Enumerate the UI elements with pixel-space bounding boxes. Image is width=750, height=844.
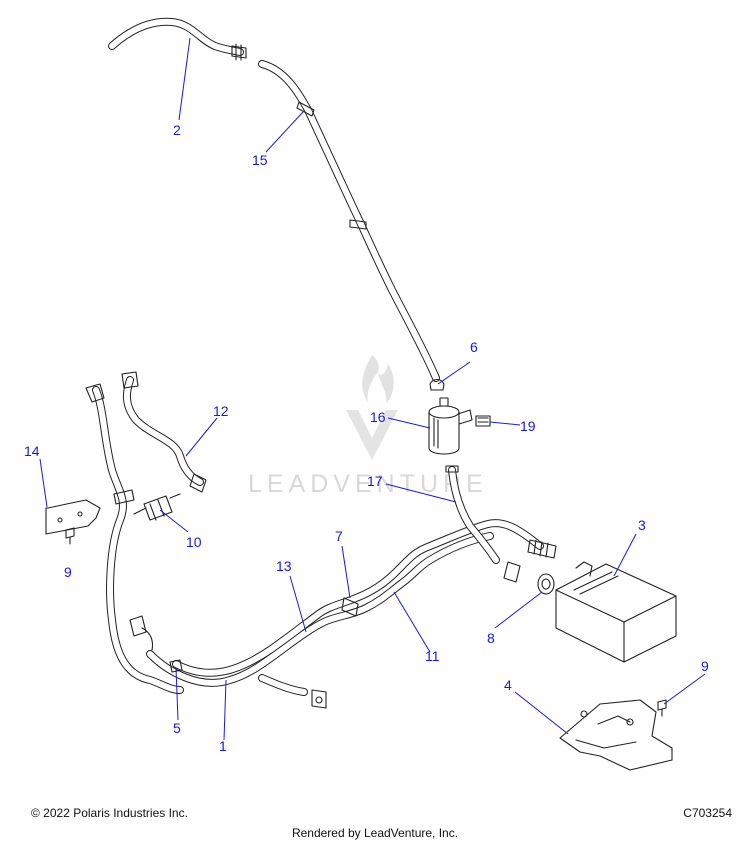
part-12-hose[interactable]	[121, 371, 207, 493]
rendered-by-text: Rendered by LeadVenture, Inc.	[291, 826, 459, 840]
copyright-text: © 2022 Polaris Industries Inc.	[31, 806, 188, 820]
part-9-screw-left[interactable]	[65, 527, 75, 545]
callout-5[interactable]: 5	[173, 720, 181, 736]
watermark-text: LEADVENTURE	[248, 470, 488, 498]
callout-8[interactable]: 8	[487, 630, 495, 646]
callout-4[interactable]: 4	[504, 677, 512, 693]
callout-19[interactable]: 19	[520, 418, 536, 434]
callout-17[interactable]: 17	[367, 473, 383, 489]
part-2-hose[interactable]	[108, 17, 247, 61]
callout-13[interactable]: 13	[276, 558, 292, 574]
part-17-hose[interactable]	[445, 465, 500, 564]
callout-7[interactable]: 7	[335, 528, 343, 544]
leadventure-watermark: LEADVENTURE	[248, 355, 488, 498]
callout-14[interactable]: 14	[24, 443, 40, 459]
part-13-tube[interactable]	[146, 532, 494, 687]
part-1-end-connector[interactable]	[258, 674, 327, 709]
callout-10[interactable]: 10	[186, 534, 202, 550]
callout-3[interactable]: 3	[638, 517, 646, 533]
part-1-left-hose[interactable]	[85, 383, 184, 694]
callout-12[interactable]: 12	[213, 403, 229, 419]
part-19-connector[interactable]	[475, 415, 491, 427]
callout-9-left[interactable]: 9	[64, 564, 72, 580]
part-6-clamp[interactable]	[429, 378, 445, 391]
part-7-clamp[interactable]	[341, 597, 359, 617]
part-4-bracket[interactable]	[559, 699, 673, 771]
part-3-canister[interactable]	[555, 561, 677, 663]
v-logo-icon	[346, 410, 398, 460]
callout-1[interactable]: 1	[219, 738, 227, 754]
callout-2[interactable]: 2	[173, 122, 181, 138]
part-10-valve[interactable]	[133, 493, 181, 521]
callout-15[interactable]: 15	[252, 152, 268, 168]
diagram-code: C703254	[683, 806, 732, 820]
part-8-grommet[interactable]	[537, 573, 555, 595]
part-5-fitting[interactable]	[129, 615, 183, 673]
part-16-valve[interactable]	[428, 397, 473, 455]
part-9-screw-right[interactable]	[657, 699, 667, 717]
flame-icon	[362, 355, 394, 404]
part-15-hose[interactable]	[258, 60, 440, 382]
canister-fittings[interactable]	[503, 539, 557, 583]
callouts: 2 15 6 16 19 12 14 17 3 7 13 10 9 8 11 9…	[24, 122, 709, 754]
callout-6[interactable]: 6	[470, 339, 478, 355]
callout-16[interactable]: 16	[370, 409, 386, 425]
callout-9-right[interactable]: 9	[701, 658, 709, 674]
callout-11[interactable]: 11	[425, 648, 440, 664]
part-14-bracket[interactable]	[45, 499, 101, 535]
part-11-tube[interactable]	[172, 519, 544, 677]
leader-lines	[39, 37, 706, 741]
